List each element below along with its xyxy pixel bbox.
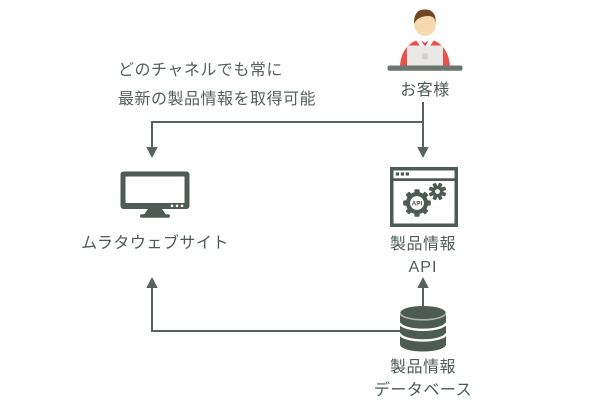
annotation-line-2: 最新の製品情報を取得可能 (118, 91, 317, 108)
website-label: ムラタウェブサイト (81, 235, 229, 252)
arrowhead-db-to-website (146, 277, 158, 288)
arrowhead-to-website (146, 147, 158, 158)
annotation-line-1: どのチャネルでも常に (118, 62, 283, 79)
api-label-line-1: 製品情報 (389, 236, 456, 253)
large-gear (403, 189, 431, 217)
edge-database-to-website-line (151, 288, 400, 332)
database-label: 製品情報 データベース (363, 356, 483, 400)
api-gear-label: API (412, 200, 423, 207)
database-label-line-2: データベース (373, 382, 473, 399)
customer-label: お客様 (400, 82, 450, 99)
annotation-text: どのチャネルでも常に 最新の製品情報を取得可能 (118, 56, 316, 114)
api-label-line-2: API (408, 259, 438, 276)
arrowhead-db-to-api (417, 277, 429, 288)
browser-gears-icon: API (390, 167, 458, 227)
database-icon (399, 306, 447, 352)
person-at-laptop-icon (387, 9, 463, 71)
small-gear (428, 182, 447, 201)
arrowhead-to-api (417, 147, 429, 158)
api-label: 製品情報 API (373, 233, 473, 279)
database-label-line-1: 製品情報 (389, 359, 456, 376)
monitor-icon (120, 171, 190, 218)
